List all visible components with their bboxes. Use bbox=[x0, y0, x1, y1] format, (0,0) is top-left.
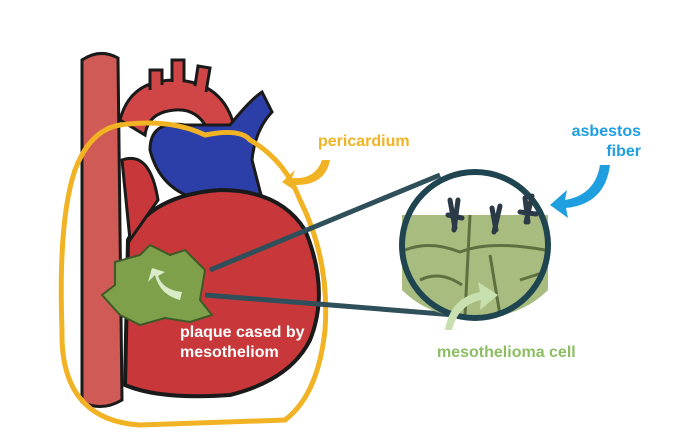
plaque-label-line2: mesotheliom bbox=[180, 344, 279, 361]
cell-arrow-icon bbox=[445, 282, 498, 330]
pericardium-arrow-icon bbox=[282, 160, 330, 192]
magnified-cell-view bbox=[399, 169, 551, 321]
mesothelioma-cell-label: mesothelioma cell bbox=[437, 344, 576, 361]
asbestos-label-line2: fiber bbox=[606, 143, 641, 160]
plaque-label-line1: plaque cased by bbox=[180, 324, 305, 341]
aorta-tube bbox=[80, 52, 124, 408]
asbestos-fibers bbox=[445, 193, 539, 235]
asbestos-arrow-icon bbox=[550, 165, 610, 218]
connector-lines bbox=[204, 172, 456, 318]
pericardium-outline bbox=[58, 120, 329, 428]
heart-left-bulge bbox=[120, 157, 160, 245]
asbestos-label-line1: asbestos bbox=[572, 123, 641, 140]
plaque-arrow-icon bbox=[148, 268, 182, 300]
arch-branches bbox=[148, 58, 212, 93]
heart-body bbox=[122, 187, 321, 399]
pericardium-label: pericardium bbox=[318, 133, 410, 150]
plaque bbox=[100, 243, 214, 327]
